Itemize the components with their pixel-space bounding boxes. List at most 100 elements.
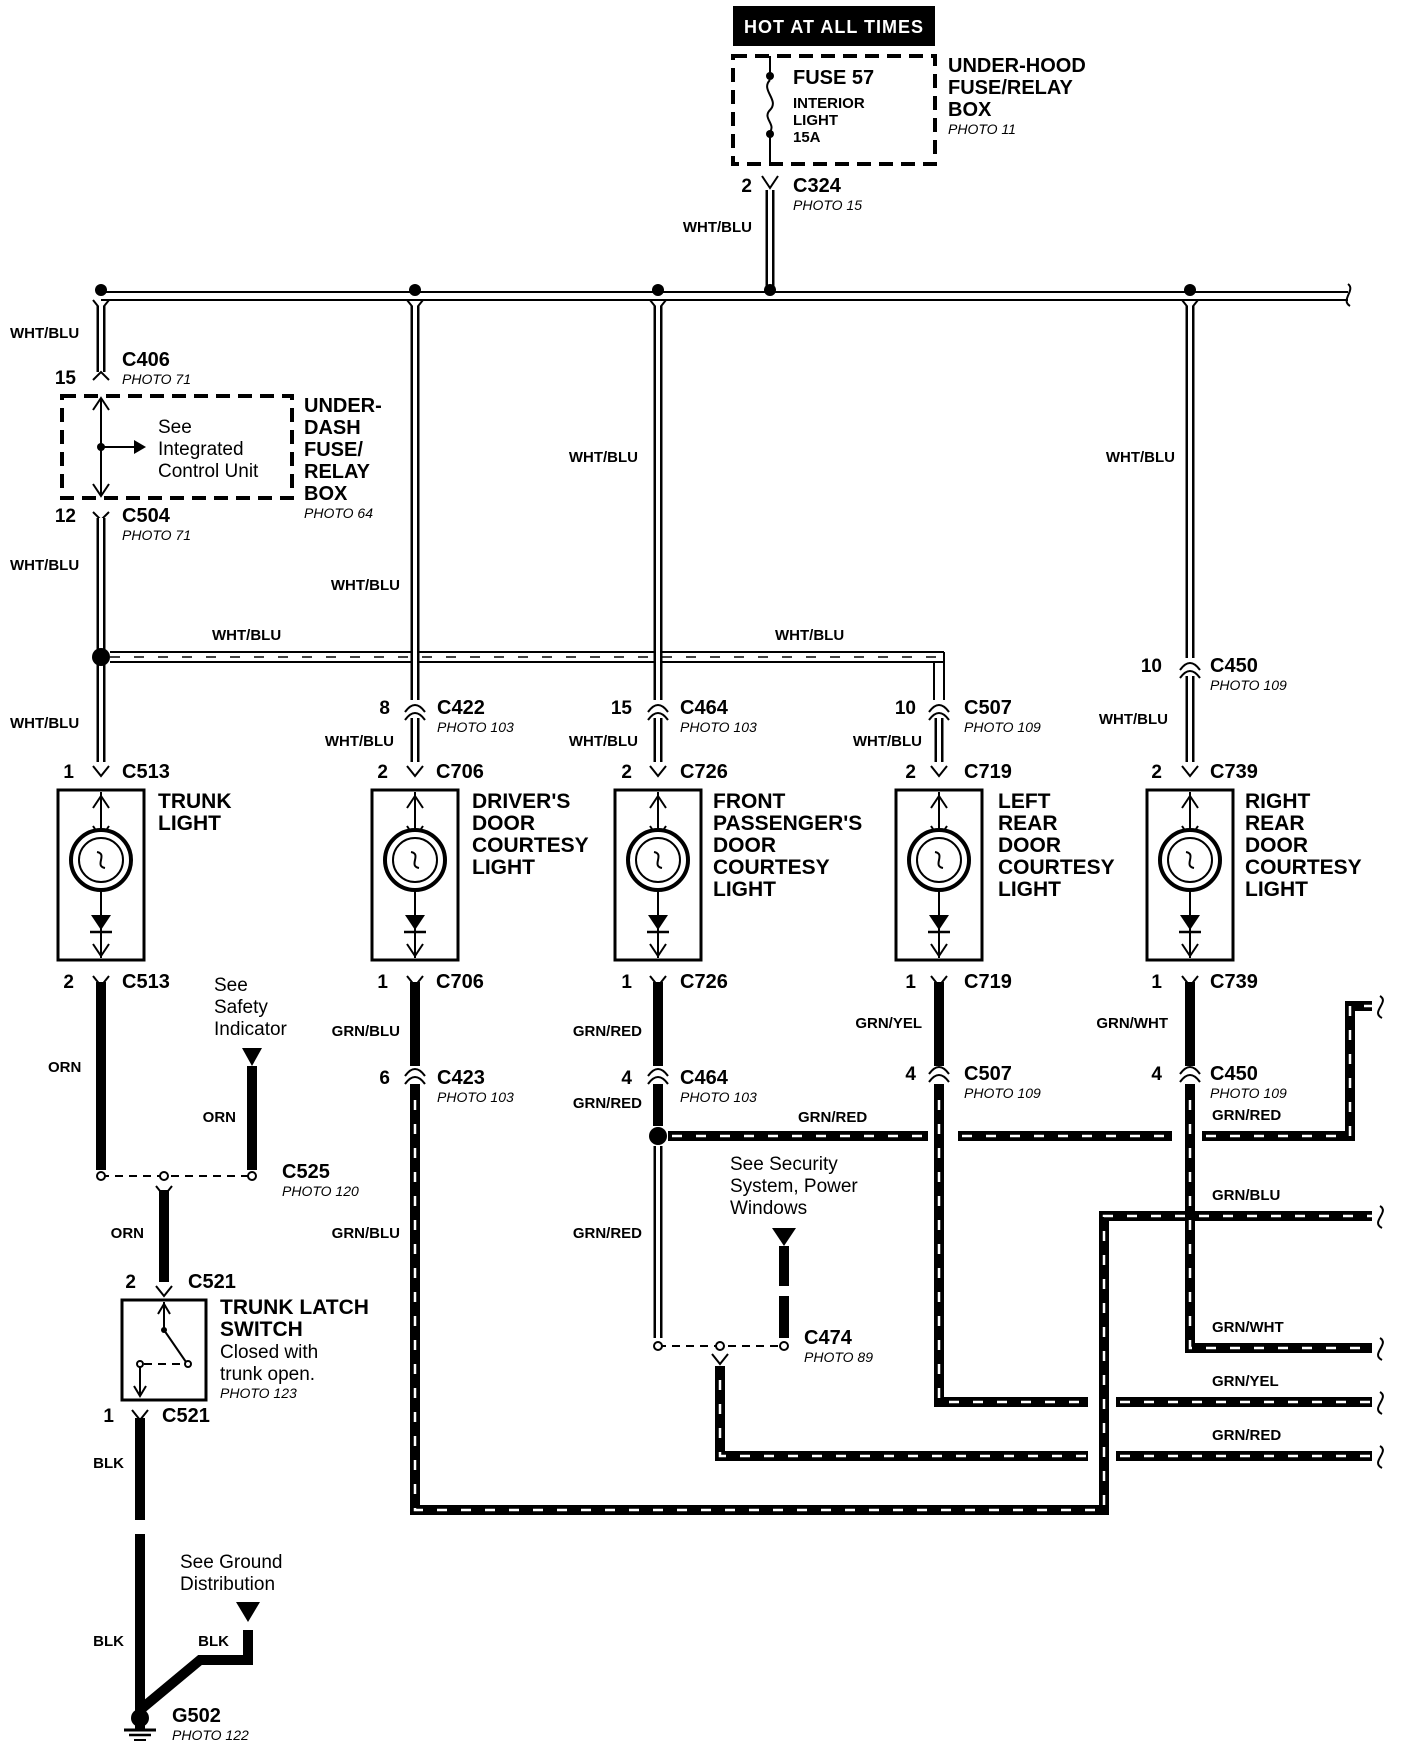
underdash-title-1: UNDER- (304, 395, 382, 417)
c464b-label: C464 (680, 1067, 729, 1089)
c507-photo: PHOTO 109 (964, 719, 1041, 735)
wire-label-wht-blu-driver-2: WHT/BLU (325, 733, 394, 750)
left-rear-light-name-2: REAR (998, 812, 1058, 835)
wire-label-grn-red-4: GRN/RED (1212, 1107, 1281, 1124)
wire-label-blk-2: BLK (93, 1633, 124, 1650)
trunk-latch-switch-title-2: SWITCH (220, 1318, 303, 1341)
c450b-label: C450 (1210, 1063, 1258, 1085)
fuse-desc-2: LIGHT (793, 112, 838, 129)
trunk-light-top-conn: C513 (122, 761, 170, 783)
driver-light-name-2: DOOR (472, 812, 535, 835)
c422-photo: PHOTO 103 (437, 719, 514, 735)
wire-label-grn-blu-1: GRN/BLU (332, 1023, 400, 1040)
wire-label-wht-blu-left-rear: WHT/BLU (853, 733, 922, 750)
c504-label: C504 (122, 505, 171, 527)
wire-label-grn-wht-2: GRN/WHT (1212, 1319, 1284, 1336)
trunk-latch-switch-title-1: TRUNK LATCH (220, 1296, 369, 1319)
underdash-title-4: RELAY (304, 461, 371, 483)
left-rear-light-name-5: LIGHT (998, 878, 1061, 901)
c406-pin: 15 (55, 368, 77, 389)
driver-light-bottom-conn: C706 (436, 971, 484, 993)
trunk-latch-switch-photo: PHOTO 123 (220, 1385, 297, 1401)
under-hood-box-title-1: UNDER-HOOD (948, 55, 1086, 77)
c464b-photo: PHOTO 103 (680, 1089, 757, 1105)
ground-icon (124, 1709, 156, 1741)
c422-pin: 8 (379, 698, 390, 719)
passenger-light-bottom-pin: 1 (621, 972, 632, 993)
c474-label: C474 (804, 1327, 853, 1349)
left-rear-light-top-pin: 2 (905, 762, 916, 783)
light-left-rear: 2 C719 LEFT REAR DOOR COURTESY LIGHT 1 C… (894, 761, 1115, 993)
under-dash-fuse-box-outline (60, 394, 294, 500)
passenger-light-name-5: LIGHT (713, 878, 776, 901)
c406-photo: PHOTO 71 (122, 371, 191, 387)
right-rear-light-name-4: COURTESY (1245, 856, 1362, 879)
left-rear-light-top-conn: C719 (964, 761, 1012, 783)
wire-label-grn-red-3: GRN/RED (798, 1109, 867, 1126)
c324-pin: 2 (741, 176, 752, 197)
wire-label-grn-red-1: GRN/RED (573, 1023, 642, 1040)
c464-photo: PHOTO 103 (680, 719, 757, 735)
main-bus-wire (101, 283, 1352, 307)
left-rear-light-name-3: DOOR (998, 834, 1061, 857)
trunk-latch-switch-note-2: trunk open. (220, 1364, 315, 1385)
c507-label: C507 (964, 697, 1012, 719)
light-right-rear: 2 C739 RIGHT REAR DOOR COURTESY LIGHT 1 … (1145, 761, 1362, 993)
safety-see-2: Safety (214, 997, 268, 1018)
driver-light-top-pin: 2 (377, 762, 388, 783)
wire-label-orn-2: ORN (203, 1109, 236, 1126)
right-rear-light-name-1: RIGHT (1245, 790, 1311, 813)
hot-at-all-times-label: HOT AT ALL TIMES (744, 17, 924, 37)
underdash-photo: PHOTO 64 (304, 505, 373, 521)
c450-photo: PHOTO 109 (1210, 677, 1287, 693)
diode-icon (405, 915, 425, 930)
light-trunk: 1 C513 TRUNK LIGHT 2 C513 (56, 761, 232, 993)
underdash-title-5: BOX (304, 483, 348, 505)
underdash-see-3: Control Unit (158, 461, 259, 482)
security-note-3: Windows (730, 1198, 807, 1219)
wire-label-orn-3: ORN (111, 1225, 144, 1242)
trunk-light-name-2: LIGHT (158, 812, 221, 835)
underdash-title-2: DASH (304, 417, 361, 439)
wire-label-wht-blu-horiz-1: WHT/BLU (212, 627, 281, 644)
c464-label: C464 (680, 697, 729, 719)
light-driver: 2 C706 DRIVER'S DOOR COURTESY LIGHT 1 C7… (370, 761, 589, 993)
safety-see-1: See (214, 975, 248, 996)
diode-icon (91, 915, 111, 930)
underdash-see-1: See (158, 417, 192, 438)
wire-wht-blu-horizontal (110, 651, 945, 700)
right-rear-light-bottom-pin: 1 (1151, 972, 1162, 993)
wire-label-wht-blu-driver: WHT/BLU (331, 577, 400, 594)
under-hood-fuse-box-outline (731, 54, 937, 166)
wire-label-blk-3: BLK (198, 1633, 229, 1650)
wire-label-grn-wht-1: GRN/WHT (1096, 1015, 1168, 1032)
wire-grn-yel-left-rear (934, 982, 1372, 1407)
light-front-passenger: 2 C726 FRONT PASSENGER'S DOOR COURTESY L… (613, 761, 862, 993)
c525-photo: PHOTO 120 (282, 1183, 359, 1199)
wire-blk-ground (135, 1418, 253, 1730)
bulb-icon (410, 851, 420, 869)
fuse-57-symbol (766, 56, 774, 164)
hot-at-all-times-banner (733, 6, 935, 46)
wire-grn-wht-right-rear (1185, 982, 1372, 1353)
under-hood-box-title-3: BOX (948, 99, 992, 121)
c422-label: C422 (437, 697, 485, 719)
g502-label: G502 (172, 1705, 221, 1727)
c423-label: C423 (437, 1067, 485, 1089)
arrow-right-icon (134, 440, 146, 454)
c324-label: C324 (793, 175, 842, 197)
c423-pin: 6 (379, 1068, 390, 1089)
security-note-1: See Security (730, 1154, 838, 1175)
driver-light-name-4: LIGHT (472, 856, 535, 879)
c521-top-pin: 2 (125, 1272, 136, 1293)
passenger-light-name-2: PASSENGER'S (713, 812, 862, 835)
right-rear-light-top-pin: 2 (1151, 762, 1162, 783)
c521-bottom-label: C521 (162, 1405, 210, 1427)
underdash-title-3: FUSE/ (304, 439, 363, 461)
right-rear-light-name-2: REAR (1245, 812, 1305, 835)
wire-label-wht-blu-passenger-2: WHT/BLU (569, 733, 638, 750)
wire-label-grn-red-5: GRN/RED (573, 1225, 642, 1242)
c525-label: C525 (282, 1161, 330, 1183)
bulb-icon (653, 851, 663, 869)
